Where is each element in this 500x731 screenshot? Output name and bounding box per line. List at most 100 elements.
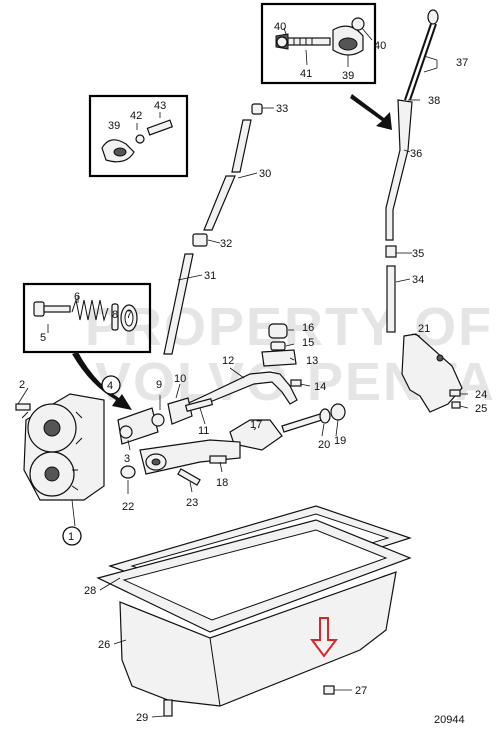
cap-33 [251, 103, 263, 115]
stud-19 [281, 413, 323, 433]
bracket-21 [401, 333, 463, 413]
bolt-23 [177, 468, 201, 486]
bolt-14 [290, 379, 302, 387]
circle-marker-1 [62, 526, 82, 546]
detail-box-frame-1 [260, 2, 377, 85]
bolt-11 [184, 398, 214, 412]
dipstick-assembly [385, 9, 439, 333]
callout-12: 12 [222, 355, 234, 367]
leader-lines [17, 107, 469, 718]
callout-5: 5 [40, 332, 46, 344]
callout-4: 4 [107, 380, 113, 392]
callout-38: 38 [428, 95, 440, 107]
bolt-43 [146, 119, 174, 136]
callout-40-left: 40 [274, 21, 286, 33]
callout-41: 41 [300, 68, 312, 80]
breather-pipes [163, 103, 263, 355]
seal-15 [270, 341, 286, 351]
flange-13 [261, 349, 297, 367]
hose-32 [192, 233, 208, 247]
callout-11: 11 [198, 425, 209, 437]
washer-8 [111, 303, 119, 331]
callout-8: 8 [112, 309, 118, 321]
washer-25 [451, 401, 461, 409]
gasket-16 [268, 323, 288, 339]
callout-39-top: 39 [342, 70, 354, 82]
callout-37: 37 [456, 57, 468, 69]
circle-marker-4 [101, 375, 121, 395]
bolt-18 [209, 455, 227, 464]
callout-34: 34 [412, 274, 424, 286]
callout-33: 33 [276, 103, 288, 115]
callout-27: 27 [355, 685, 367, 697]
callout-32: 32 [220, 238, 232, 250]
suction-pipe-assembly [120, 323, 346, 486]
callout-7: 7 [126, 309, 132, 321]
clamp-39 [332, 25, 364, 56]
nut-19 [330, 403, 346, 421]
callout-20: 20 [318, 439, 330, 451]
spring-6 [71, 298, 109, 322]
red-drain-arrow [310, 617, 338, 658]
callout-36: 36 [410, 148, 422, 160]
callout-35: 35 [412, 248, 424, 260]
detail-box-clamp [88, 94, 189, 178]
seal-3 [119, 425, 133, 439]
callout-16: 16 [302, 322, 314, 334]
o-ring-22 [120, 465, 136, 479]
callout-42: 42 [130, 110, 142, 122]
detail-box-relief-valve [22, 282, 152, 354]
callout-2: 2 [19, 379, 25, 391]
callout-39-left: 39 [108, 120, 120, 132]
callout-10: 10 [174, 373, 186, 385]
nut-40-left [276, 36, 288, 48]
dipstick-tube-36 [385, 99, 413, 241]
pipe-31 [163, 253, 194, 355]
callout-25: 25 [475, 403, 487, 415]
callout-28: 28 [84, 585, 96, 597]
callout-6: 6 [74, 291, 80, 303]
washer-20 [319, 408, 331, 424]
callout-22: 22 [122, 501, 134, 513]
callout-9: 9 [156, 379, 162, 391]
oil-pump-assembly [15, 393, 214, 501]
detail-arrow-left [72, 352, 132, 410]
oil-pan-26 [119, 571, 397, 707]
piston-5 [33, 301, 71, 317]
seal-35 [385, 245, 397, 258]
seal-9 [151, 413, 165, 427]
pipe-30-upper [231, 119, 252, 173]
callout-43: 43 [154, 100, 166, 112]
callout-30: 30 [259, 168, 271, 180]
bolt-2 [15, 403, 31, 411]
flange-10 [167, 397, 193, 425]
callout-13: 13 [306, 355, 318, 367]
callout-1: 1 [68, 531, 74, 543]
callout-17: 17 [250, 419, 262, 431]
nut-40-right [351, 17, 365, 31]
plug-29 [163, 699, 173, 717]
dipstick-handle [427, 9, 439, 25]
callout-40-right: 40 [374, 40, 386, 52]
callout-18: 18 [216, 477, 228, 489]
pipe-30-lower [203, 175, 236, 231]
callout-15: 15 [302, 337, 314, 349]
callout-26: 26 [98, 639, 110, 651]
detail-box-frame-2 [88, 94, 189, 178]
tube-34 [386, 265, 396, 333]
suction-pipe-12 [181, 371, 298, 413]
drawing-number: 20944 [434, 714, 465, 726]
bolt-24 [449, 389, 461, 397]
callout-3: 3 [124, 453, 130, 465]
plug-27 [323, 685, 335, 695]
detail-arrow-top [350, 94, 392, 130]
callout-29: 29 [136, 712, 148, 724]
callout-31: 31 [204, 270, 216, 282]
callout-labels: 2 1 4 3 5 6 7 8 9 10 11 12 13 14 15 16 1… [19, 21, 487, 724]
oil-pan-assembly [96, 505, 412, 717]
callout-19: 19 [334, 435, 346, 447]
callout-24: 24 [475, 389, 487, 401]
washer-42 [135, 134, 145, 144]
detail-box-dipstick-bracket [260, 2, 377, 85]
